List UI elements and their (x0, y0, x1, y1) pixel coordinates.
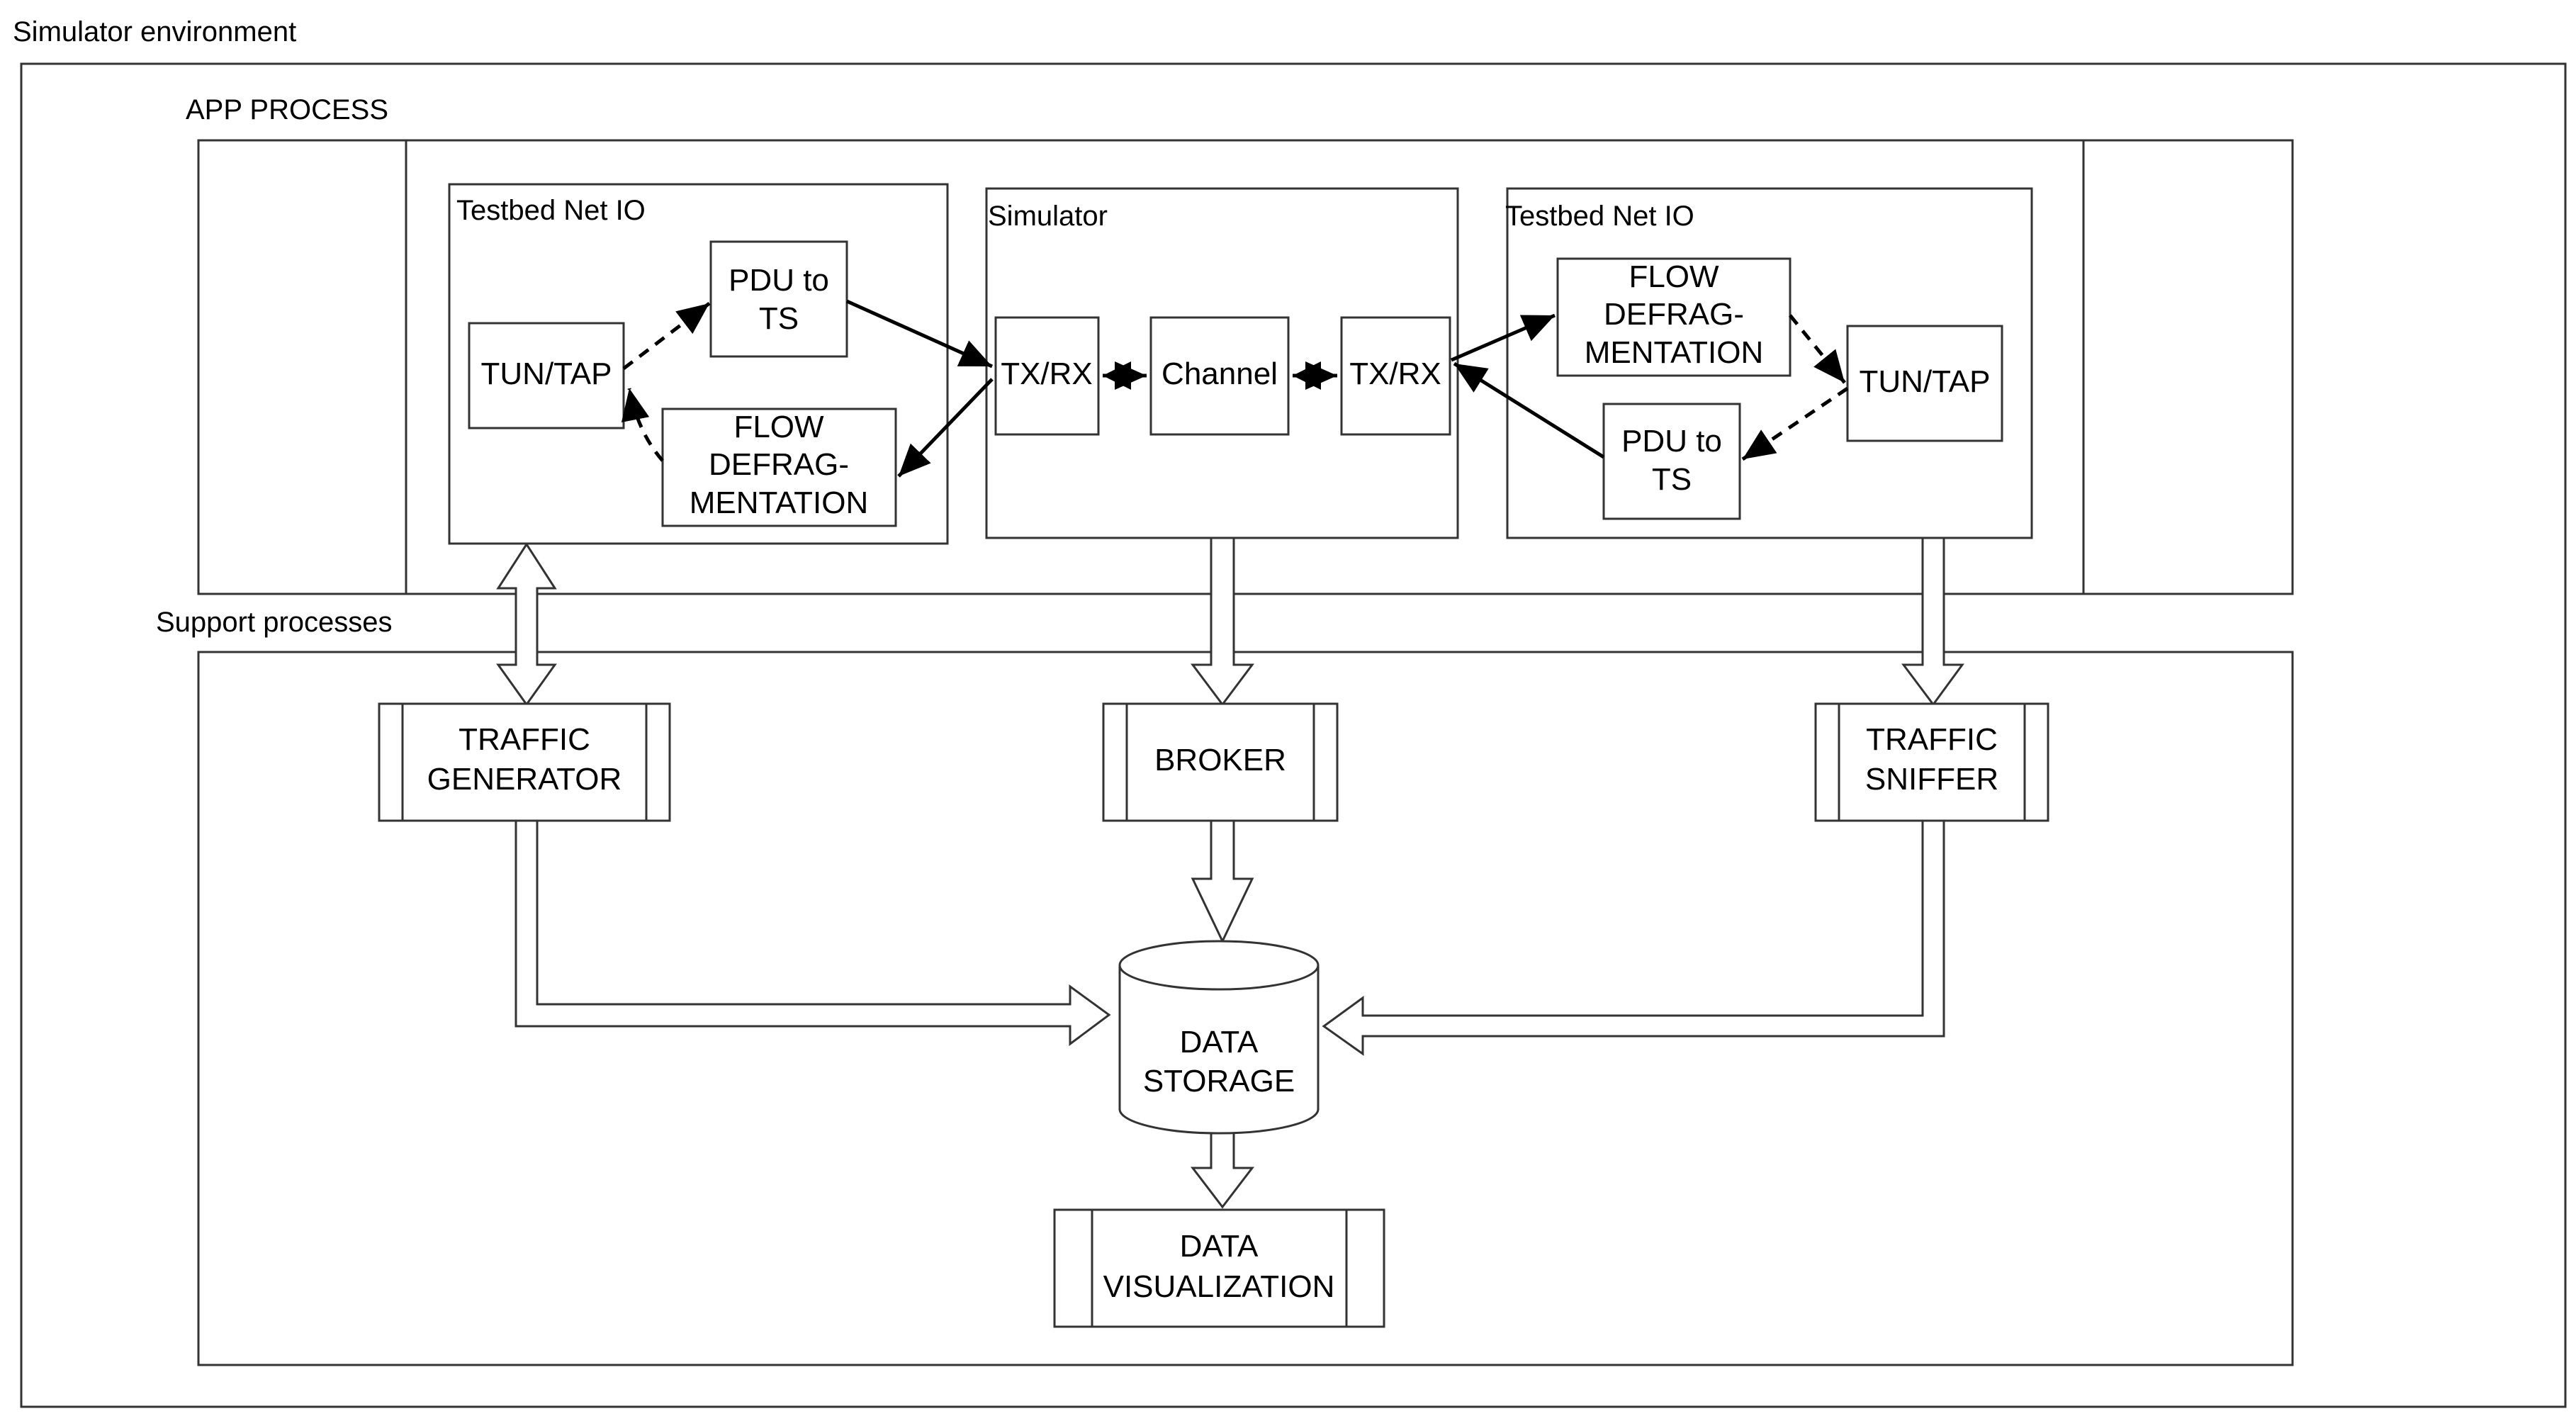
traffic-sniffer-line2: SNIFFER (1865, 762, 1998, 797)
right-flow-line2: DEFRAG- (1604, 297, 1744, 332)
left-pdu-to-txrx-arrow (845, 299, 994, 369)
right-tuntap-box (1846, 325, 2003, 442)
data-visualization-process (1053, 1208, 1385, 1328)
app-process-frame (197, 139, 2294, 595)
left-flow-box (661, 408, 897, 527)
right-pdu-line2: TS (1652, 462, 1692, 497)
left-pdu-box (709, 240, 848, 358)
left-tuntap-to-pdu-arrow (622, 302, 711, 370)
right-pdu-box (1602, 403, 1741, 520)
data-storage-line2: STORAGE (1143, 1064, 1295, 1098)
traffic-generator-line2: GENERATOR (427, 762, 622, 797)
right-netio-box (1506, 187, 2033, 539)
txrx-to-right-flow-arrow (1451, 313, 1556, 362)
right-flow-to-tuntap-arrow (1789, 314, 1846, 384)
traffic-generator-line1: TRAFFIC (459, 722, 590, 757)
environment-label: Simulator environment (13, 16, 296, 47)
sim-txrx-right-box (1340, 316, 1451, 436)
traffic-sniffer-line1: TRAFFIC (1866, 722, 1998, 757)
right-pdu-line1: PDU to (1621, 424, 1722, 459)
left-flow-line3: MENTATION (690, 485, 869, 520)
left-pdu-line1: PDU to (729, 263, 829, 298)
right-flow-line3: MENTATION (1585, 335, 1764, 370)
left-flow-to-tuntap-arrow (621, 388, 664, 462)
sniffer-to-storage-arrow (1322, 819, 1945, 1056)
left-tuntap-box (468, 322, 625, 429)
broker-process (1102, 702, 1339, 822)
sim-channel-box (1149, 316, 1290, 436)
right-tuntap-label: TUN/TAP (1860, 364, 1991, 399)
broker-to-storage-arrow (1191, 819, 1254, 944)
storage-to-visualization-arrow (1190, 1130, 1255, 1209)
data-storage-line1: DATA (1180, 1025, 1259, 1060)
support-processes-label: Support processes (156, 607, 393, 638)
sim-channel-label: Channel (1162, 356, 1278, 391)
simulator-title: Simulator (988, 201, 1108, 232)
traffic-sniffer-process (1814, 702, 2049, 822)
txrx-to-left-flow-arrow (897, 378, 994, 478)
left-flow-line1: FLOW (733, 410, 824, 444)
data-storage-cylinder (1118, 940, 1320, 1135)
generator-to-storage-arrow (514, 819, 1111, 1046)
netio-generator-bidirectional-arrow (496, 542, 557, 707)
right-netio-title: Testbed Net IO (1505, 201, 1694, 232)
right-tuntap-to-pdu-arrow (1741, 386, 1849, 461)
sim-txrx-left-box (994, 316, 1100, 436)
environment-frame (20, 62, 2567, 1408)
simulator-to-broker-arrow (1191, 536, 1254, 707)
left-netio-box (448, 183, 949, 545)
traffic-generator-process (378, 702, 671, 822)
left-tuntap-label: TUN/TAP (481, 356, 612, 391)
broker-label: BROKER (1154, 743, 1286, 777)
right-pdu-to-txrx-arrow (1453, 361, 1605, 459)
left-flow-line2: DEFRAG- (709, 447, 849, 482)
netio-to-sniffer-arrow (1901, 536, 1964, 707)
support-processes-frame (197, 651, 2294, 1366)
sim-txrx-left-label: TX/RX (1001, 356, 1093, 391)
right-flow-line1: FLOW (1629, 259, 1719, 294)
sim-txrx-right-label: TX/RX (1349, 356, 1441, 391)
app-process-label: APP PROCESS (186, 94, 388, 125)
data-visualization-line1: DATA (1180, 1229, 1259, 1264)
left-netio-title: Testbed Net IO (456, 195, 646, 226)
data-visualization-line2: VISUALIZATION (1103, 1269, 1335, 1304)
left-pdu-line2: TS (759, 301, 799, 336)
